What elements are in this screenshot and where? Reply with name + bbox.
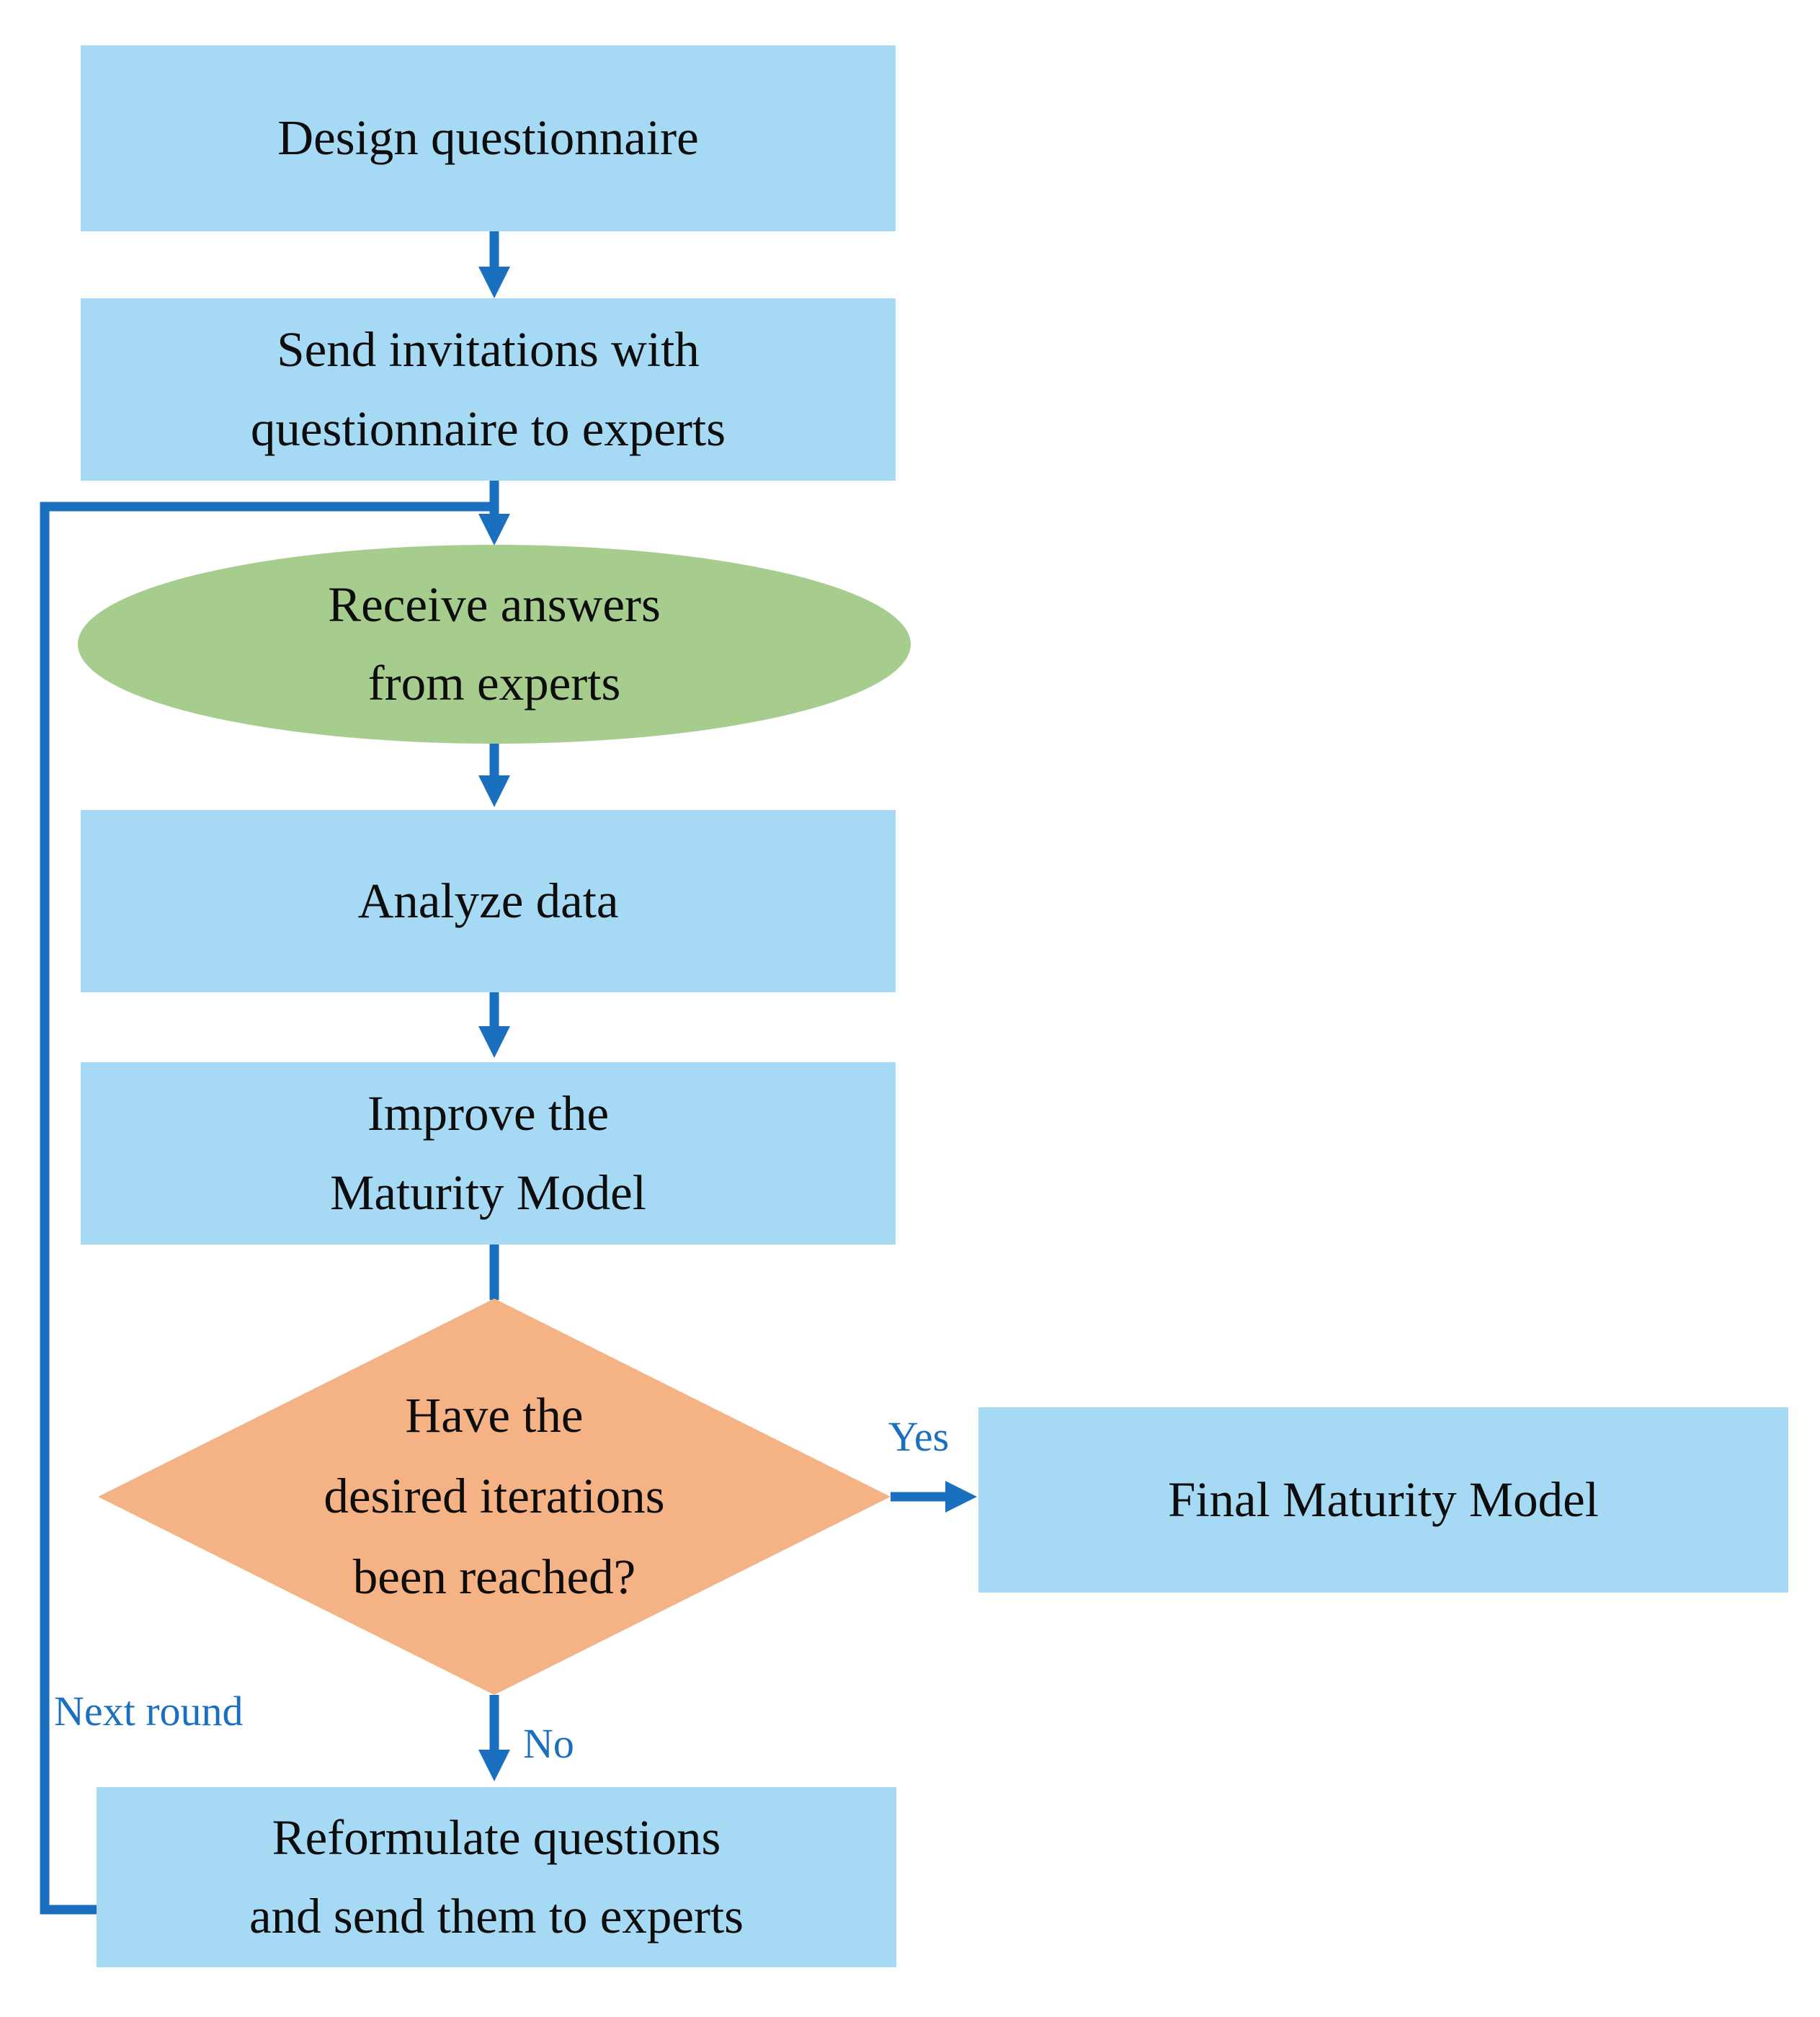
edge-no-arrowhead [478, 1750, 510, 1781]
process-design-questionnaire: Design questionnaire [81, 45, 896, 231]
edge-label-yes: Yes [888, 1413, 950, 1460]
process-send-invitations: Send invitations with questionnaire to e… [81, 298, 896, 481]
edge-yes-arrowhead [945, 1481, 977, 1513]
process-analyze-data: Analyze data [81, 810, 896, 992]
edge-label-next-round: Next round [54, 1688, 244, 1735]
edge-into-ellipse-arrowhead [478, 514, 510, 546]
edge-receive-to-analyze-arrowhead [478, 775, 510, 807]
process-reformulate-questions: Reformulate questions and send them to e… [97, 1787, 896, 1967]
edge-analyze-to-improve-arrowhead [478, 1026, 510, 1058]
process-final-maturity-model: Final Maturity Model [978, 1407, 1788, 1593]
terminator-receive-answers: Receive answers from experts [78, 545, 911, 744]
edge-next-round-loop [40, 502, 494, 1915]
edge-label-no: No [523, 1720, 574, 1767]
edge-design-to-send-arrowhead [478, 267, 510, 298]
process-improve-maturity-model: Improve the Maturity Model [81, 1062, 896, 1245]
